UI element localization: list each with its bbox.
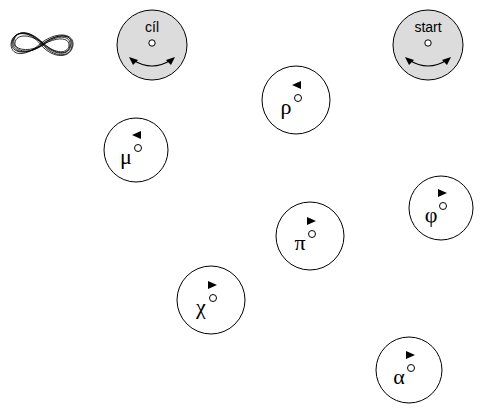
token-circle <box>276 202 344 270</box>
token-node: α <box>375 336 443 404</box>
arrow-head <box>405 57 414 65</box>
token-letter: μ <box>120 145 132 169</box>
token-letter: χ <box>196 295 206 319</box>
token-node: χ <box>176 265 246 335</box>
token-circle <box>393 10 463 80</box>
token-outline <box>275 201 345 271</box>
direction-arrow <box>292 81 301 89</box>
direction-arrow <box>208 281 217 289</box>
field-label: cíl <box>145 20 159 35</box>
token-node: ρ <box>261 65 331 135</box>
direction-arrow <box>132 131 141 139</box>
pivot-dot <box>149 40 155 46</box>
token-circle <box>104 118 168 182</box>
pivot-dot <box>309 231 316 238</box>
token-letter: α <box>393 365 405 389</box>
token-letter: φ <box>425 203 438 227</box>
token-node: π <box>275 201 345 271</box>
rotate-arc <box>133 60 171 66</box>
arrow-head <box>442 57 451 65</box>
arrow-head <box>166 57 175 65</box>
token-circle <box>117 10 187 80</box>
pivot-dot <box>440 203 447 210</box>
token-node: φ <box>408 175 474 241</box>
token-letter: π <box>294 231 306 255</box>
arrow-head <box>129 57 138 65</box>
token-node: μ <box>103 117 169 183</box>
pivot-dot <box>408 365 415 372</box>
string-loop <box>11 33 73 56</box>
pivot-dot <box>135 145 142 152</box>
token-node: cíl <box>116 9 188 81</box>
pivot-dot <box>425 40 431 46</box>
token-node: start <box>392 9 464 81</box>
direction-arrow <box>438 189 447 197</box>
token-circle <box>409 176 473 240</box>
token-letter: ρ <box>281 95 292 119</box>
rotate-arc <box>409 60 447 66</box>
token-circle <box>177 266 245 334</box>
token-outline <box>103 117 169 183</box>
direction-arrow <box>406 351 415 359</box>
pivot-dot <box>295 95 302 102</box>
field-label: start <box>414 20 442 35</box>
pivot-dot <box>210 295 217 302</box>
token-outline <box>375 336 443 404</box>
token-outline <box>261 65 331 135</box>
token-outline <box>408 175 474 241</box>
token-circle <box>376 337 442 403</box>
token-circle <box>262 66 330 134</box>
token-outline <box>176 265 246 335</box>
direction-arrow <box>307 217 316 225</box>
